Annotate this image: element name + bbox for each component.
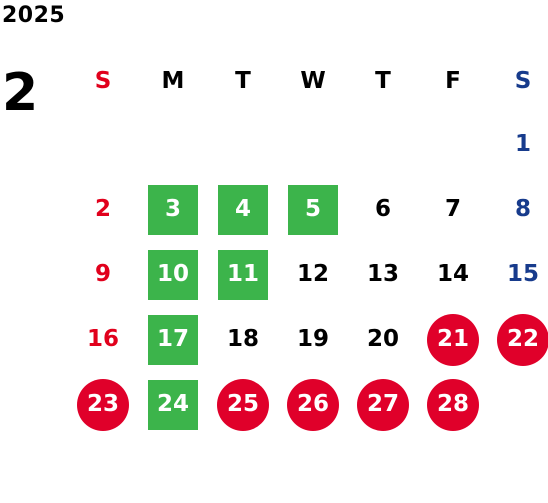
day-number: 9 <box>94 261 111 287</box>
day-cell-6: 6 <box>348 177 418 242</box>
day-number: 5 <box>288 184 338 235</box>
weekday-header-friday: F <box>445 67 461 94</box>
day-cell-15: 15 <box>488 242 548 307</box>
day-number: 28 <box>427 378 479 431</box>
day-number: 2 <box>94 196 111 222</box>
day-number: 18 <box>226 326 259 352</box>
day-number: 16 <box>86 326 119 352</box>
day-cell-19: 19 <box>278 307 348 372</box>
weekday-header-monday: M <box>161 67 185 94</box>
day-number: 24 <box>148 379 198 430</box>
day-cell-10: 10 <box>138 242 208 307</box>
day-cell-17: 17 <box>138 307 208 372</box>
day-number: 21 <box>427 313 479 366</box>
day-cell-3: 3 <box>138 177 208 242</box>
day-cell-25: 25 <box>208 372 278 437</box>
day-number: 6 <box>374 196 391 222</box>
day-number: 13 <box>366 261 399 287</box>
weekday-header-saturday: S <box>514 67 532 94</box>
day-number: 3 <box>148 184 198 235</box>
day-cell-26: 26 <box>278 372 348 437</box>
day-cell-2: 2 <box>68 177 138 242</box>
day-number: 4 <box>218 184 268 235</box>
day-cell-18: 18 <box>208 307 278 372</box>
empty-day-cell <box>488 372 548 437</box>
day-number: 19 <box>296 326 329 352</box>
weekday-header-sunday: S <box>94 67 112 94</box>
day-number: 15 <box>506 261 539 287</box>
day-number: 10 <box>148 249 198 300</box>
day-cell-20: 20 <box>348 307 418 372</box>
day-cell-8: 8 <box>488 177 548 242</box>
day-number: 14 <box>436 261 469 287</box>
day-cell-14: 14 <box>418 242 488 307</box>
calendar-year: 2025 <box>2 3 66 28</box>
day-number: 12 <box>296 261 329 287</box>
day-cell-21: 21 <box>418 307 488 372</box>
empty-day-cell <box>418 112 488 177</box>
day-cell-11: 11 <box>208 242 278 307</box>
weekday-header-wednesday: W <box>300 67 326 94</box>
day-number: 11 <box>218 249 268 300</box>
day-cell-13: 13 <box>348 242 418 307</box>
weekday-header-thursday: T <box>375 67 391 94</box>
day-cell-23: 23 <box>68 372 138 437</box>
empty-day-cell <box>138 112 208 177</box>
weekday-header-tuesday: T <box>235 67 251 94</box>
day-cell-12: 12 <box>278 242 348 307</box>
empty-day-cell <box>278 112 348 177</box>
day-number: 8 <box>514 196 531 222</box>
day-cell-28: 28 <box>418 372 488 437</box>
day-cell-7: 7 <box>418 177 488 242</box>
day-number: 20 <box>366 326 399 352</box>
day-cell-16: 16 <box>68 307 138 372</box>
empty-day-cell <box>68 112 138 177</box>
day-number: 7 <box>444 196 461 222</box>
day-cell-5: 5 <box>278 177 348 242</box>
day-cell-22: 22 <box>488 307 548 372</box>
day-number: 27 <box>357 378 409 431</box>
day-number: 17 <box>148 314 198 365</box>
day-number: 25 <box>217 378 269 431</box>
empty-day-cell <box>348 112 418 177</box>
day-cell-9: 9 <box>68 242 138 307</box>
day-cell-4: 4 <box>208 177 278 242</box>
day-number: 1 <box>514 131 531 157</box>
empty-day-cell <box>208 112 278 177</box>
calendar-month: 2 <box>2 63 39 123</box>
day-cell-24: 24 <box>138 372 208 437</box>
day-cell-1: 1 <box>488 112 548 177</box>
day-number: 23 <box>77 378 129 431</box>
day-number: 26 <box>287 378 339 431</box>
day-cell-27: 27 <box>348 372 418 437</box>
day-number: 22 <box>497 313 548 366</box>
